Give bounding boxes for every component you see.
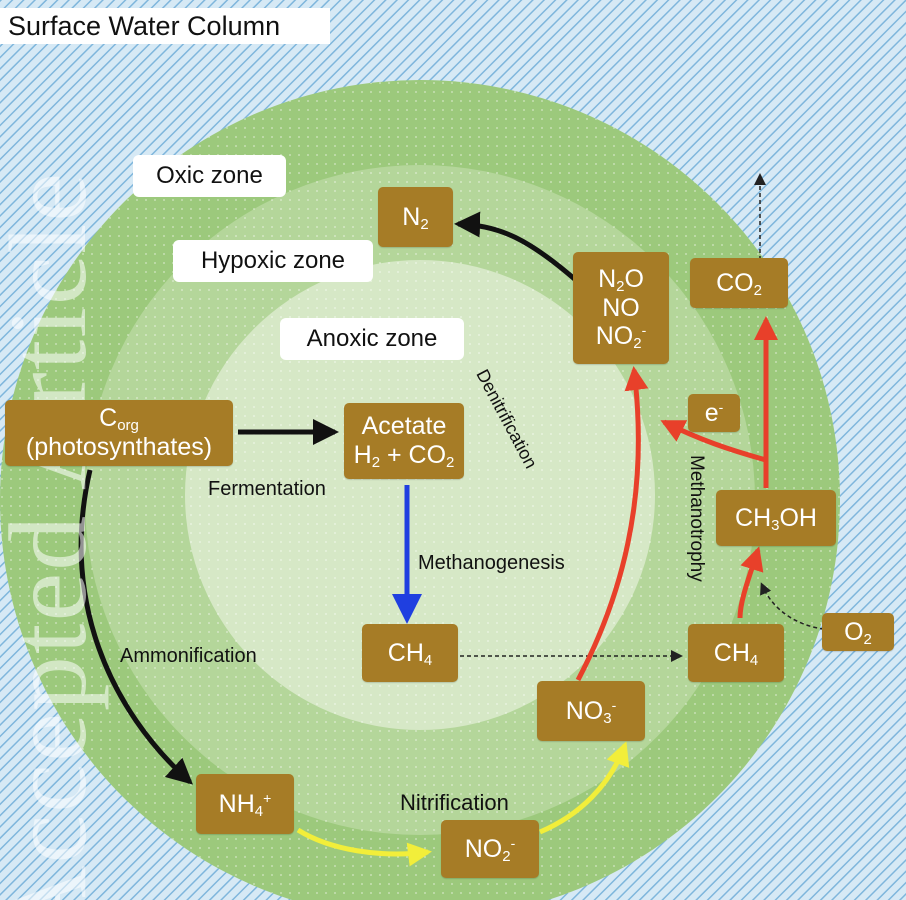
nitrification-arrow-2	[539, 741, 630, 835]
co2-label: CO2	[716, 268, 762, 299]
electron-box: e-	[688, 394, 740, 432]
acetate-box: Acetate H2 + CO2	[344, 403, 464, 479]
corg-note: (photosynthates)	[25, 433, 213, 461]
methanotrophy-label: Methanotrophy	[686, 455, 707, 582]
nh4-label: NH4+	[218, 789, 272, 820]
diagram-title: Surface Water Column	[0, 8, 330, 44]
co2-box: CO2	[690, 258, 788, 308]
anoxic-zone-label: Anoxic zone	[280, 318, 464, 360]
o2-box: O2	[822, 613, 894, 651]
o2-label: O2	[844, 617, 872, 648]
no-label: NO	[602, 293, 640, 322]
nitrogen-oxides-box: N2O NO NO2-	[573, 252, 669, 364]
acetate-label: Acetate	[361, 412, 447, 441]
anoxic-zone-dots	[185, 260, 655, 730]
denitrification-arrow-n2	[454, 211, 580, 284]
methanotrophy-arrow-ch4	[737, 546, 764, 619]
electron-arrow	[660, 419, 767, 463]
methanogenesis-label: Methanogenesis	[418, 552, 565, 574]
corg-label: Corg	[99, 404, 139, 435]
no3-label: NO3-	[565, 696, 617, 727]
corg-box: Corg (photosynthates)	[5, 400, 233, 466]
no2-bottom-label: NO2-	[464, 834, 516, 865]
ch3oh-label: CH3OH	[735, 503, 817, 534]
no2-bottom-box: NO2-	[441, 820, 539, 878]
nitrification-label: Nitrification	[400, 790, 509, 815]
denitrification-arrow-no3	[575, 366, 649, 682]
ch3oh-box: CH3OH	[716, 490, 836, 546]
ch4-center-box: CH4	[362, 624, 458, 682]
h2-co2-label: H2 + CO2	[353, 441, 455, 471]
accepted-article-watermark: Accepted Article	[0, 170, 109, 900]
nitrification-arrow-1	[296, 827, 432, 867]
ammonification-arrow	[78, 469, 193, 785]
no2-top-label: NO2-	[595, 322, 647, 353]
n2-label: N2	[402, 202, 429, 233]
electron-label: e-	[704, 398, 724, 427]
n2o-label: N2O	[598, 264, 644, 295]
ch4-right-label: CH4	[713, 638, 759, 669]
ammonification-label: Ammonification	[120, 645, 257, 667]
hypoxic-zone-label: Hypoxic zone	[173, 240, 373, 282]
ch4-center-label: CH4	[387, 638, 433, 669]
fermentation-label: Fermentation	[208, 478, 326, 500]
ch4-right-box: CH4	[688, 624, 784, 682]
n2-box: N2	[378, 187, 453, 247]
oxic-zone-label: Oxic zone	[133, 155, 286, 197]
nh4-box: NH4+	[196, 774, 294, 834]
no3-box: NO3-	[537, 681, 645, 741]
